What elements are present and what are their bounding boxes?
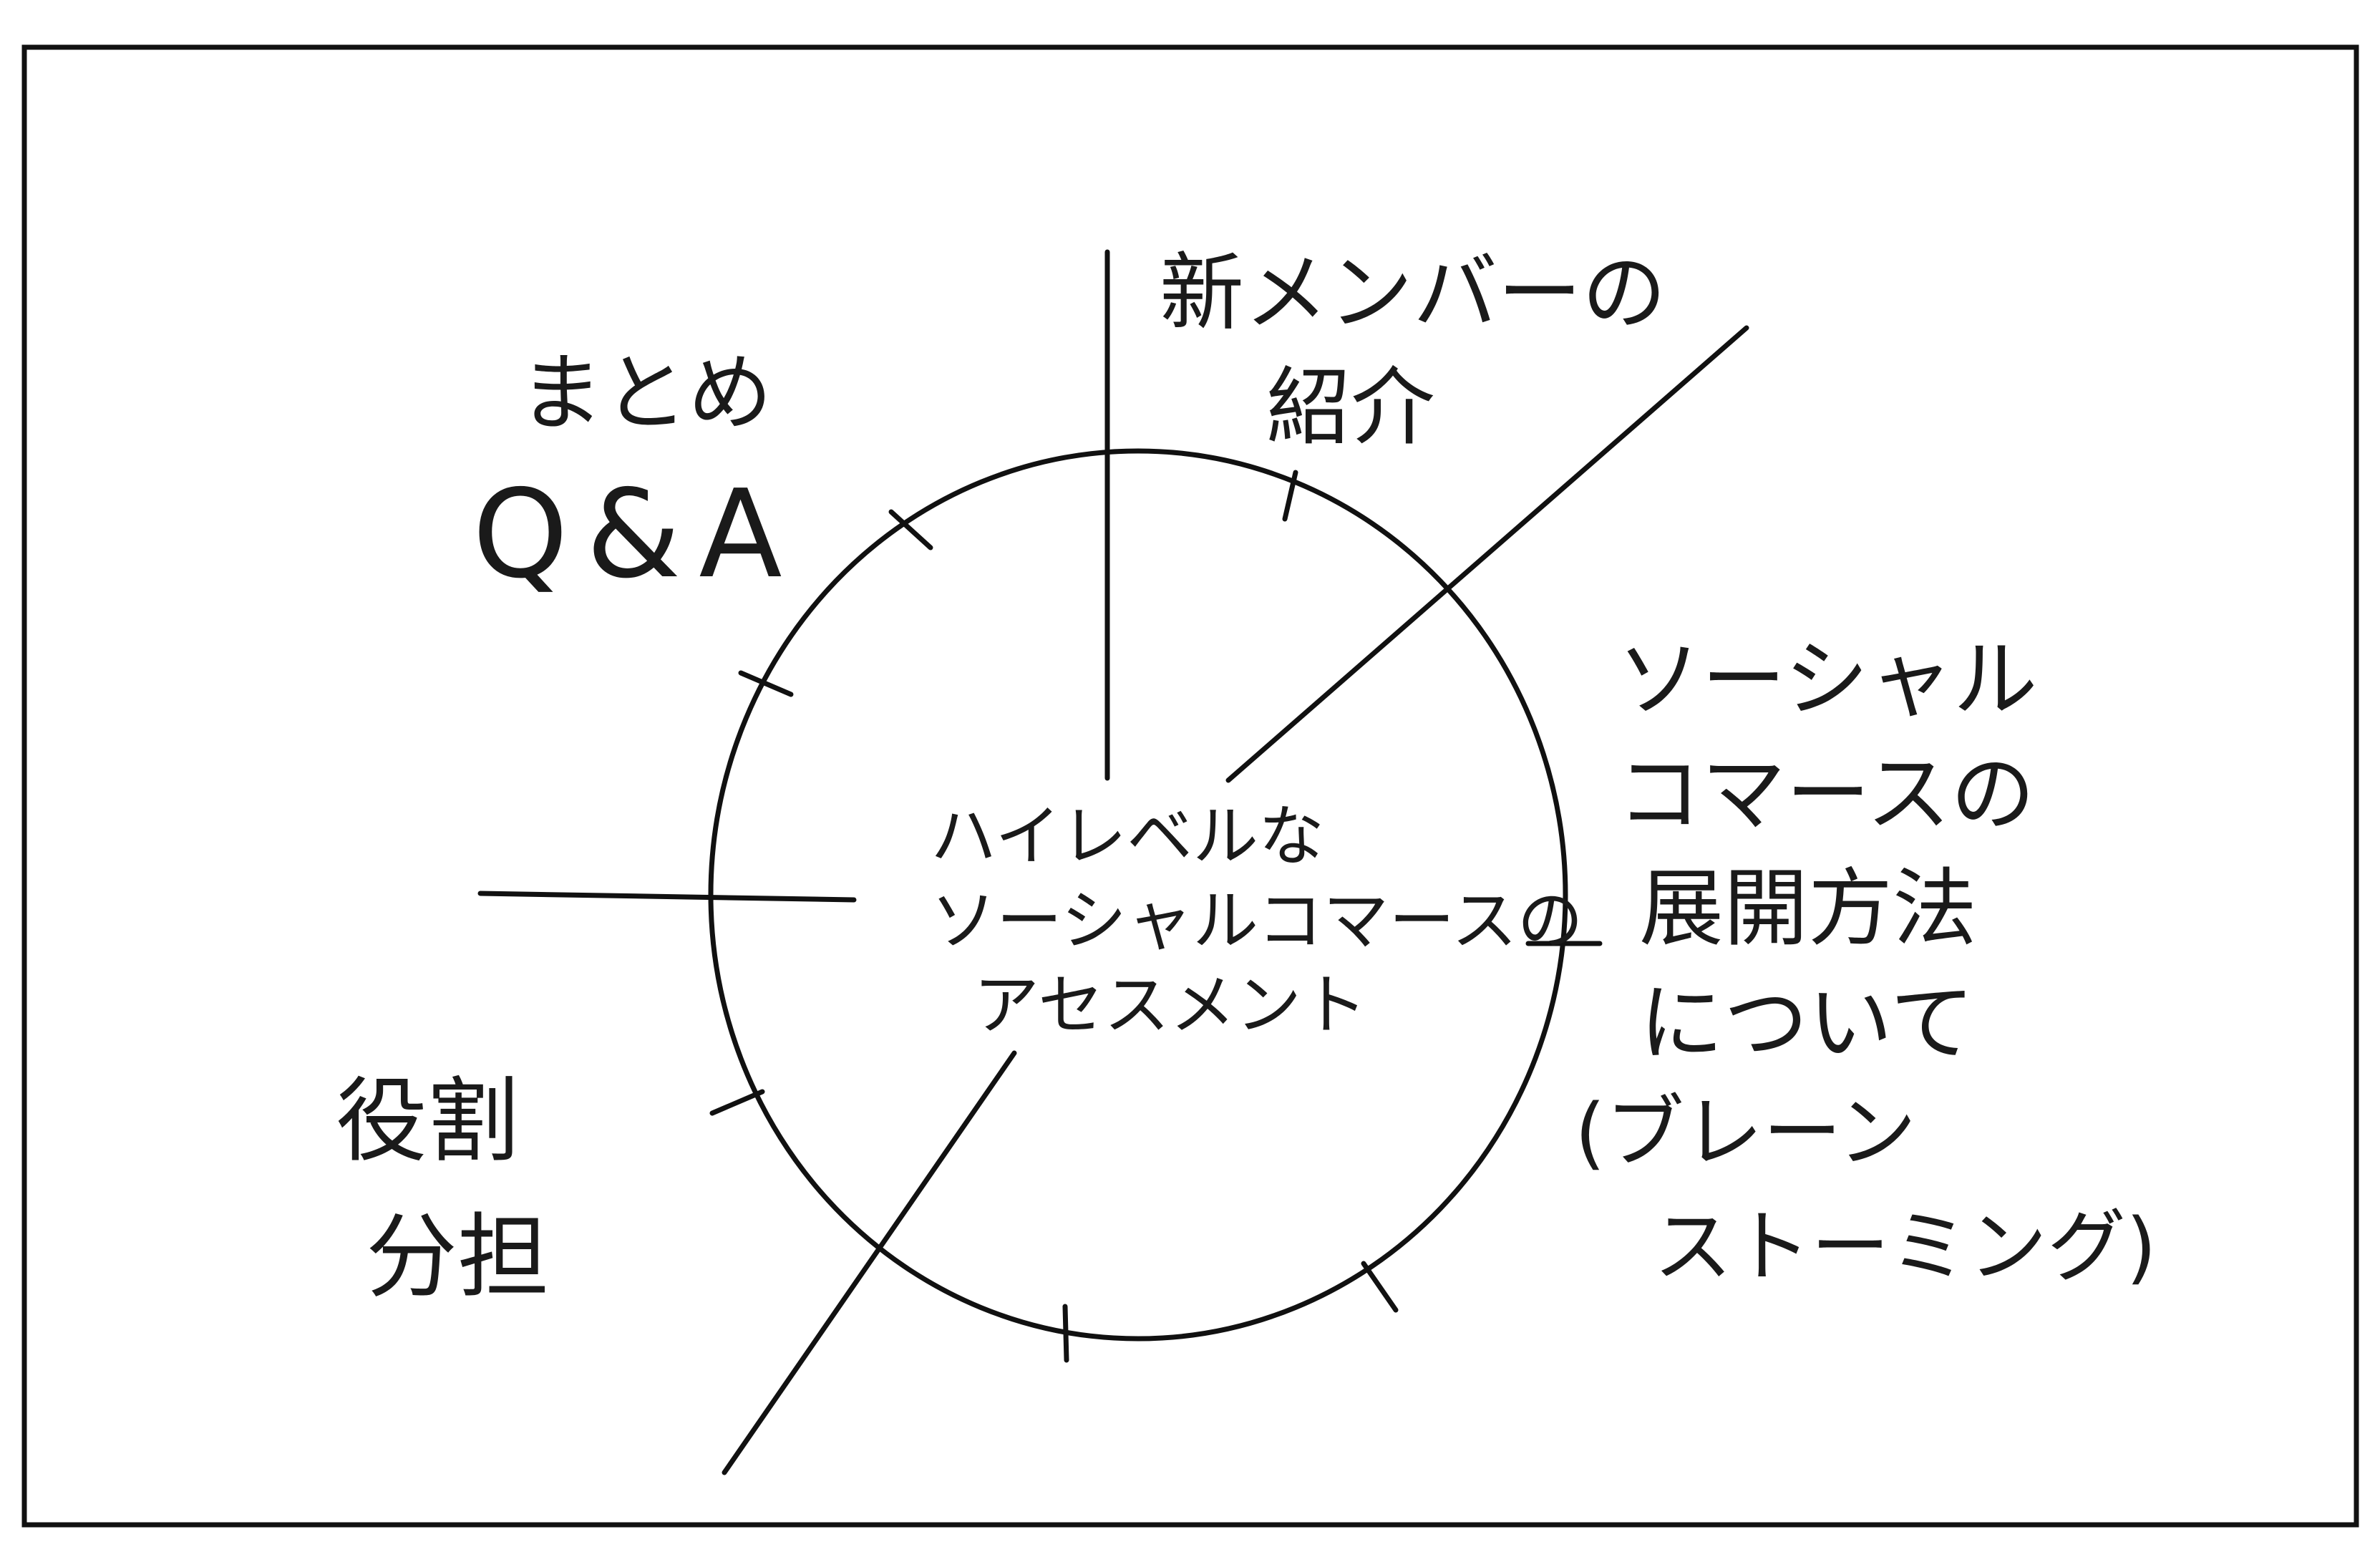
- segment-label-line: ソーシャル: [1617, 630, 2038, 729]
- frame-border: [21, 44, 2359, 1528]
- segment-summary: まとめ Q&A: [472, 344, 800, 606]
- center-label-line: ソーシャルコマースの: [931, 883, 1583, 959]
- center-label: ハイレベルな ソーシャルコマースの アセスメント: [931, 798, 1583, 1044]
- divider-line-upper-right: [1225, 325, 1749, 783]
- agenda-circle: [708, 448, 1568, 1342]
- segment-label-line: 新メンバーの: [1160, 243, 1666, 342]
- segment-roles: 役割 分担: [336, 1068, 549, 1311]
- segment-label-line: 展開方法: [1639, 859, 1977, 958]
- center-label-line: アセスメント: [973, 967, 1367, 1044]
- segment-label-line: 紹介: [1266, 358, 1435, 457]
- divider-line-lower-left: [722, 1050, 1017, 1475]
- segment-label-line: ストーミング): [1653, 1201, 2157, 1293]
- segment-label-line: 役割: [336, 1068, 519, 1175]
- center-label-line: ハイレベルな: [931, 798, 1324, 875]
- time-ticks: [709, 470, 1603, 1363]
- segment-label-line: (ブレーン: [1575, 1087, 1916, 1178]
- divider-line-left: [477, 891, 857, 903]
- segment-social-commerce: ソーシャル コマースの 展開方法 について (ブレーン ストーミング): [1575, 630, 2157, 1293]
- segment-label-line: Q&A: [472, 464, 800, 606]
- segment-new-members: 新メンバーの 紹介: [1160, 243, 1666, 457]
- segment-label-line: について: [1639, 974, 1974, 1072]
- segment-label-line: 分担: [366, 1204, 549, 1311]
- segment-label-line: コマースの: [1617, 744, 2035, 843]
- segment-label-line: まとめ: [519, 344, 772, 442]
